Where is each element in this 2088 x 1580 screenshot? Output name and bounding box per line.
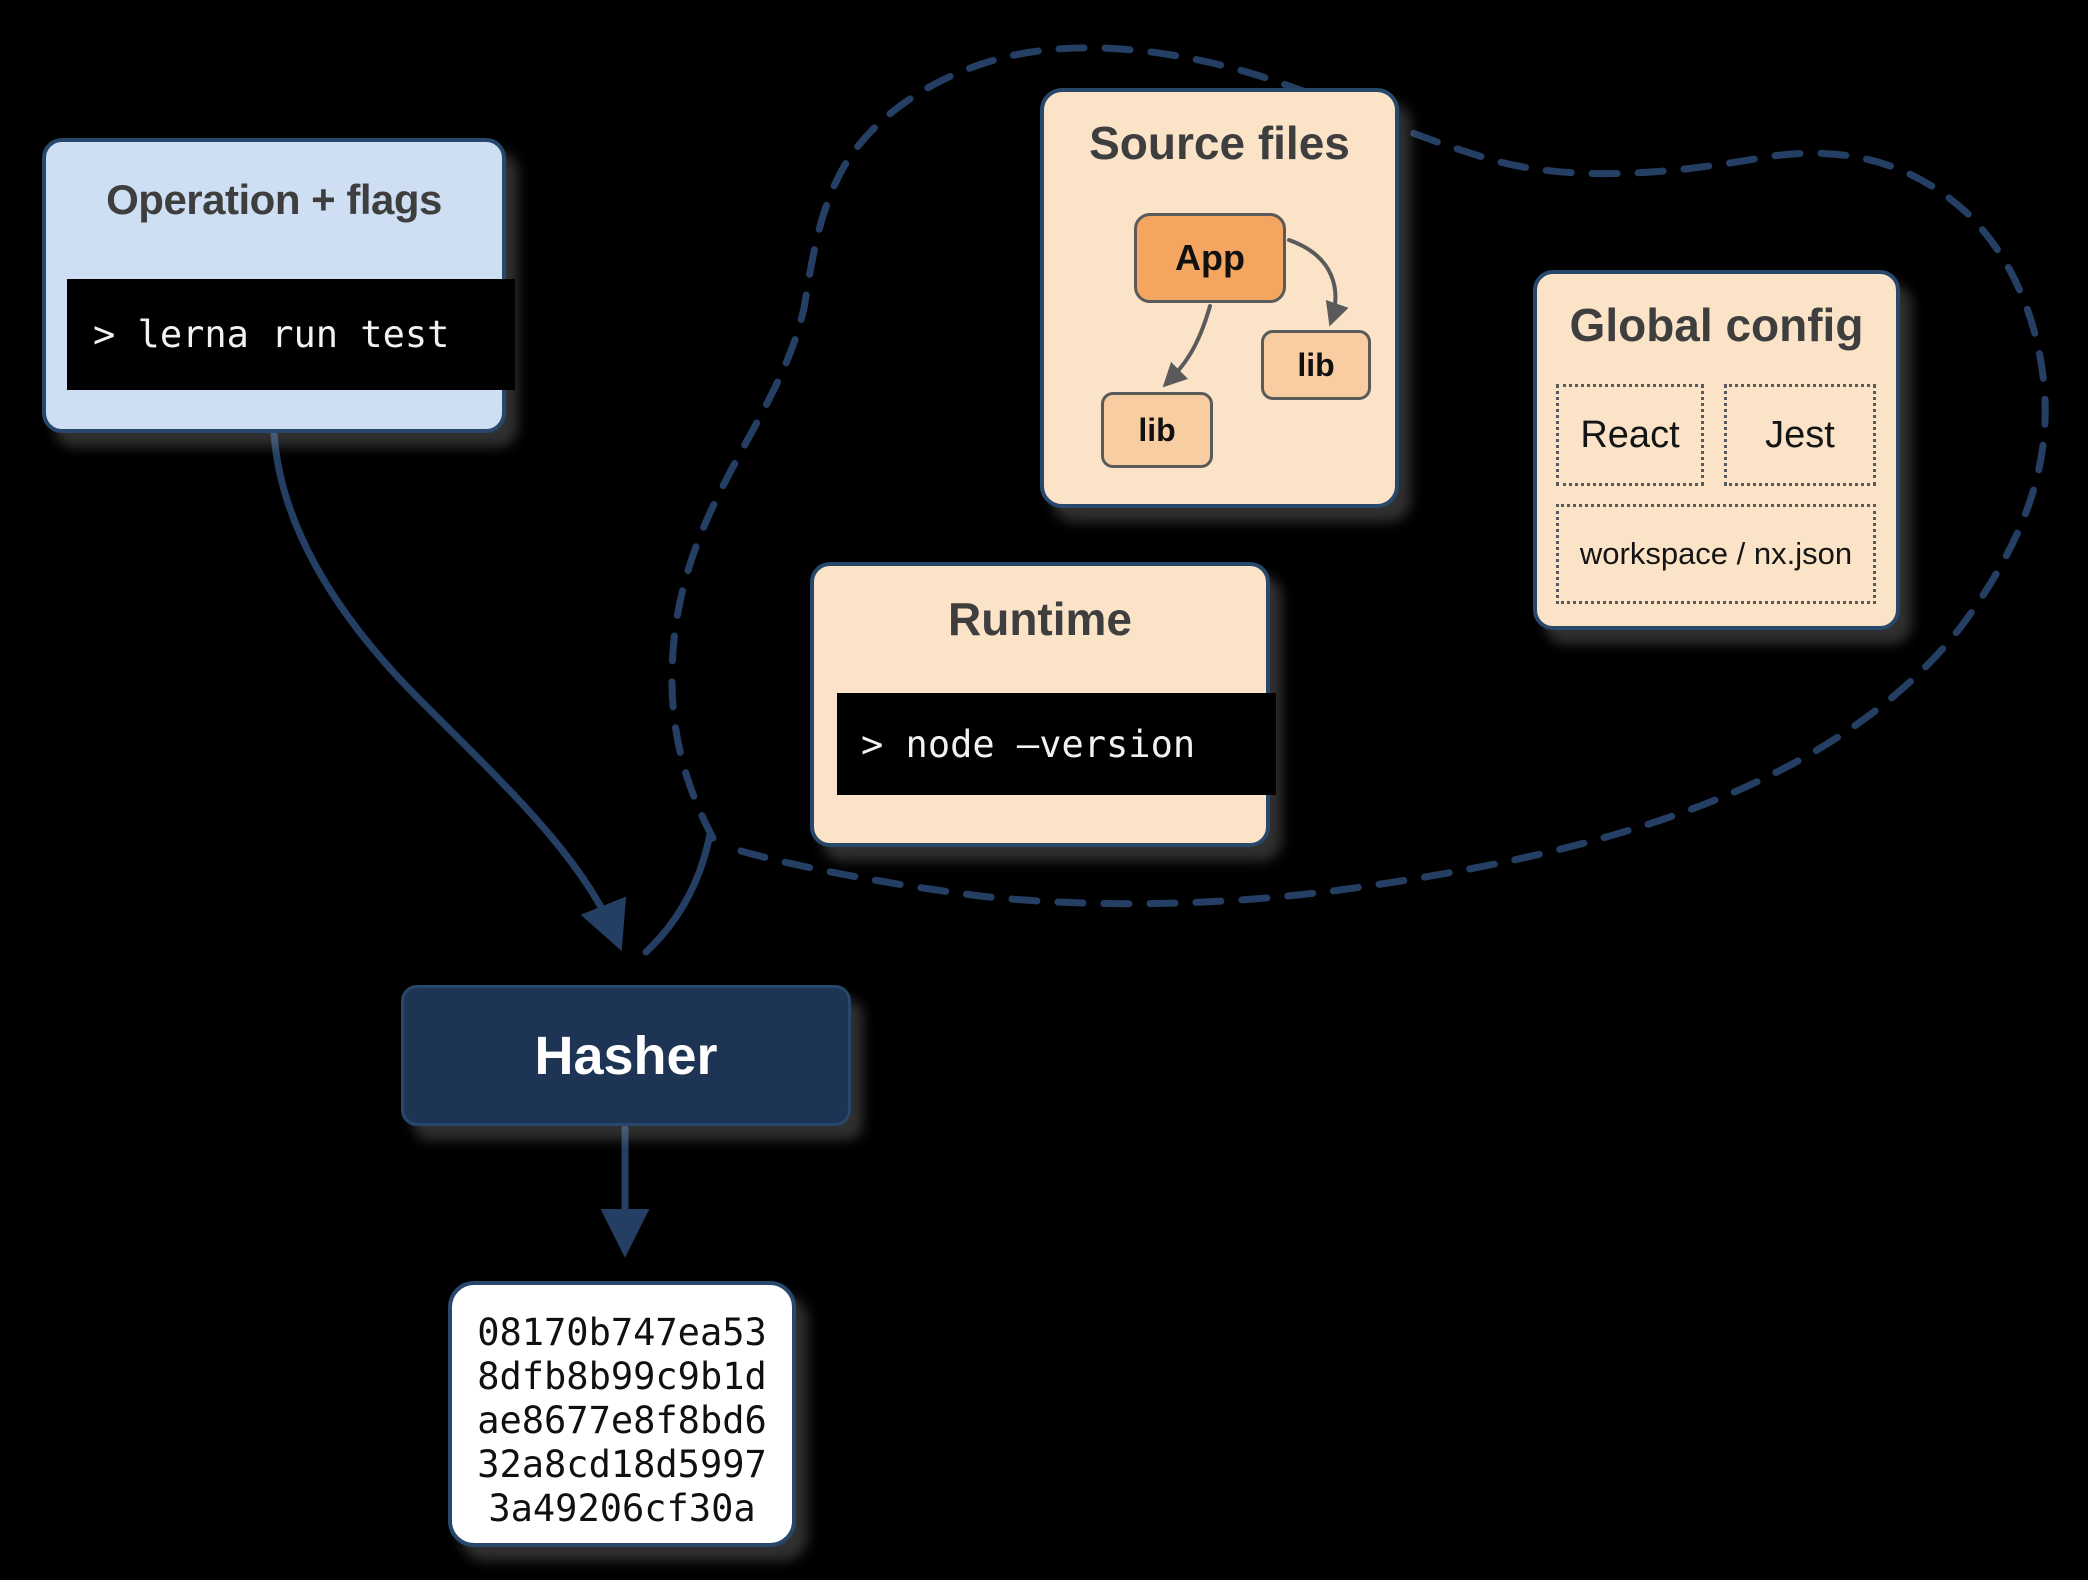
lib-node-left: lib (1101, 392, 1213, 468)
global-config-card: Global config React Jest workspace / nx.… (1533, 270, 1900, 630)
cloud-to-hasher-funnel (642, 830, 714, 956)
runtime-terminal: > node –version (837, 693, 1276, 795)
runtime-card: Runtime > node –version (810, 562, 1276, 847)
operation-flags-card: Operation + flags > lerna run test (42, 138, 515, 433)
app-to-lib-right-arrow (1287, 238, 1349, 327)
dashed-cloud-outline (668, 44, 2049, 908)
react-config-box: React (1556, 384, 1704, 486)
hasher-box: Hasher (401, 985, 851, 1126)
operation-to-hasher-arrow (270, 429, 627, 952)
hasher-label: Hasher (534, 1025, 718, 1086)
hash-line: 3a49206cf30a (488, 1487, 756, 1530)
hash-line: ae8677e8f8bd6 (477, 1399, 767, 1442)
global-config-title: Global config (1569, 299, 1864, 351)
source-files-card: Source files App lib lib (1040, 88, 1399, 508)
source-files-title: Source files (1089, 117, 1350, 169)
operation-flags-title: Operation + flags (106, 176, 442, 223)
operation-terminal: > lerna run test (67, 279, 515, 390)
app-to-lib-left-arrow (1162, 304, 1212, 388)
workspace-config-box: workspace / nx.json (1556, 504, 1876, 604)
hash-line: 8dfb8b99c9b1d (477, 1355, 767, 1398)
lib-node-right: lib (1261, 330, 1371, 400)
hash-line: 08170b747ea53 (477, 1311, 767, 1354)
hash-output-box: 08170b747ea53 8dfb8b99c9b1d ae8677e8f8bd… (448, 1281, 796, 1547)
app-node: App (1134, 213, 1286, 303)
runtime-title: Runtime (948, 593, 1132, 645)
hash-line: 32a8cd18d5997 (477, 1443, 767, 1486)
jest-config-box: Jest (1724, 384, 1876, 486)
